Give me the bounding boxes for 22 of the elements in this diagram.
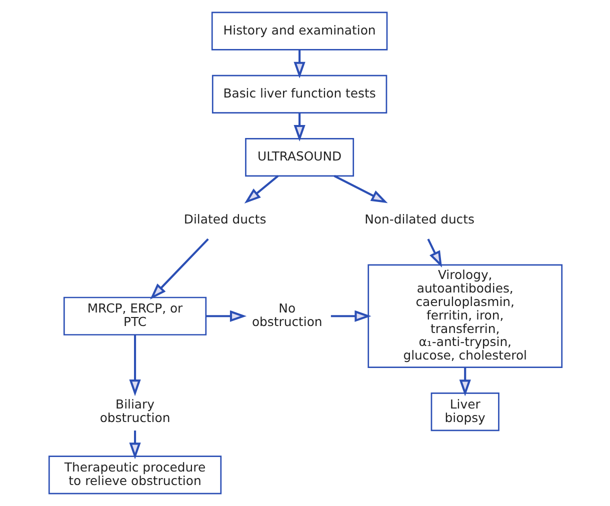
node-text: Dilated ducts [183, 212, 266, 227]
arrow [128, 334, 140, 396]
node-text: No obstruction [251, 300, 322, 330]
node-box: Therapeutic procedure to relieve obstruction [48, 456, 222, 494]
node-box: Liver biopsy [430, 392, 499, 432]
node-box: Basic liver function tests [211, 74, 387, 114]
arrow [293, 112, 305, 142]
arrow [128, 430, 140, 460]
arrow [150, 238, 208, 300]
node-box: ULTRASOUND [244, 138, 354, 177]
arrow [426, 238, 442, 268]
node-box: Virology, autoantibodies, caeruloplasmin, ferritin, iron, transferrin, α₁-anti-trypsin, glucose, cholesterol [367, 264, 562, 368]
arrow [458, 368, 470, 396]
node-text: Biliary obstruction [99, 396, 170, 425]
arrow [330, 310, 371, 322]
node-text: Non-dilated ducts [364, 212, 474, 227]
arrow [244, 175, 278, 204]
node-box: History and examination [210, 12, 388, 50]
arrow [206, 310, 246, 322]
node-box: MRCP, ERCP, or PTC [62, 296, 206, 336]
arrow [293, 50, 305, 78]
arrow [333, 175, 388, 204]
